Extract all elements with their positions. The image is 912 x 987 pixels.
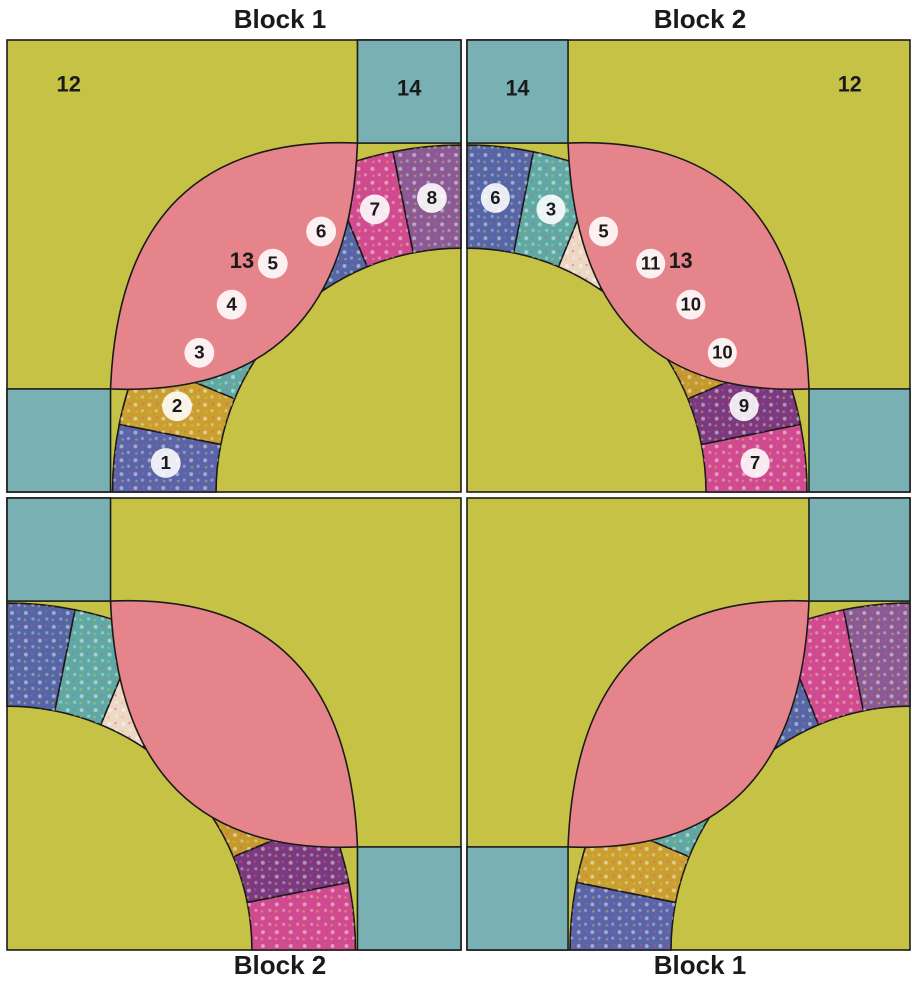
label-arc-7: 7 [370, 198, 381, 219]
label-background: 12 [838, 71, 862, 96]
header-bottom-left: Block 2 [130, 950, 430, 981]
label-arc-4: 4 [226, 294, 237, 315]
label-arc-1: 7 [750, 452, 760, 473]
label-center: 13 [669, 248, 693, 273]
label-arc-2: 2 [172, 395, 183, 416]
corner-square-top [7, 498, 111, 601]
block-1-bottom-right [467, 498, 910, 950]
label-arc-7: 3 [546, 198, 556, 219]
label-arc-6: 5 [598, 220, 608, 241]
label-corner: 14 [397, 75, 422, 100]
label-arc-8: 8 [427, 187, 438, 208]
label-arc-4: 10 [681, 293, 702, 314]
label-arc-5: 11 [641, 252, 661, 273]
label-center: 13 [230, 248, 254, 273]
header-top-left: Block 1 [130, 4, 430, 35]
label-arc-6: 6 [316, 220, 327, 241]
corner-square-bottom [809, 389, 910, 492]
label-arc-1: 1 [160, 452, 171, 473]
block-2-top-right: 12 13 14 7 9 10 10 11 5 3 6 [467, 40, 910, 492]
label-arc-2: 9 [739, 395, 749, 416]
corner-square-top [809, 498, 910, 601]
label-arc-3: 3 [194, 342, 205, 363]
label-background: 12 [57, 71, 81, 96]
header-top-right: Block 2 [550, 4, 850, 35]
corner-square-bottom [7, 389, 111, 492]
corner-square-bottom [357, 847, 461, 950]
block-2-bottom-left [7, 498, 461, 950]
label-arc-5: 5 [268, 253, 279, 274]
label-corner: 14 [506, 75, 530, 100]
header-bottom-right: Block 1 [550, 950, 850, 981]
label-arc-8: 6 [490, 187, 500, 208]
label-arc-3: 10 [712, 342, 733, 363]
corner-square-bottom [467, 847, 568, 950]
